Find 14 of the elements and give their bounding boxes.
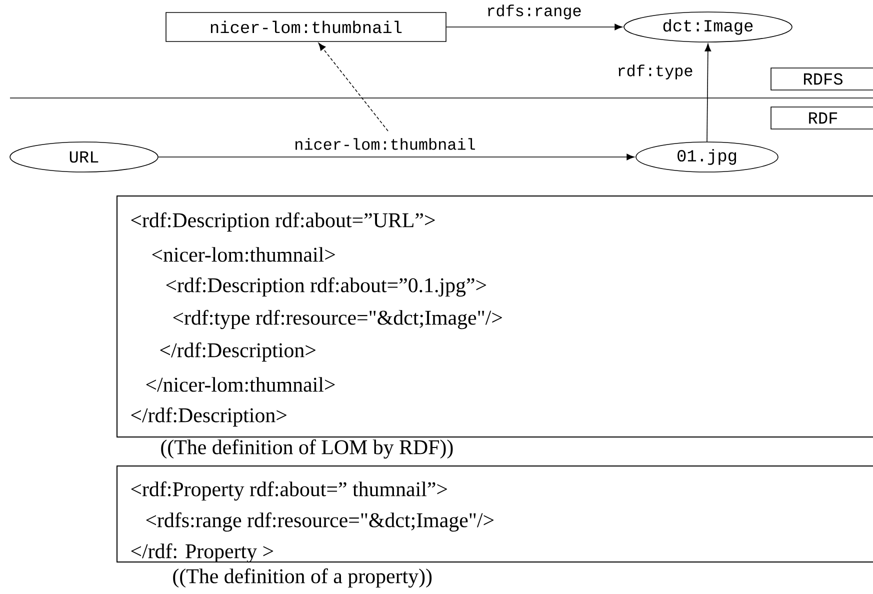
code-box: <rdf:Description rdf:about=”URL”> <nicer-lom:thumnail> <rdf:Description rdf:about=”0.1.jpg”> <rdf:type rdf:resource="&dct;Image"/> </rdf:Description> </nicer-lom:thumnail> </rdf:Description> [116, 196, 873, 438]
layer-label: RDFS [770, 68, 873, 90]
class-box: nicer-lom:thumbnail [166, 12, 446, 42]
edge-label: rdfs:range [485, 4, 583, 20]
arrow [446, 24, 622, 30]
arrow [158, 154, 634, 160]
code-box: <rdf:Property rdf:about=” thumnail”> <rdfs:range rdf:resource="&dct;Image"/> </rdf: Property > [116, 466, 873, 563]
arrow [318, 42, 388, 132]
arrow [704, 44, 712, 142]
edge-label: rdf:type [616, 64, 694, 80]
layer-label: RDF [770, 106, 873, 130]
node-label: ((The definition of LOM by RDF)) [161, 439, 453, 459]
node-label: ((The definition of a property)) [173, 568, 432, 588]
edge-label: nicer-lom:thumbnail [293, 137, 477, 151]
